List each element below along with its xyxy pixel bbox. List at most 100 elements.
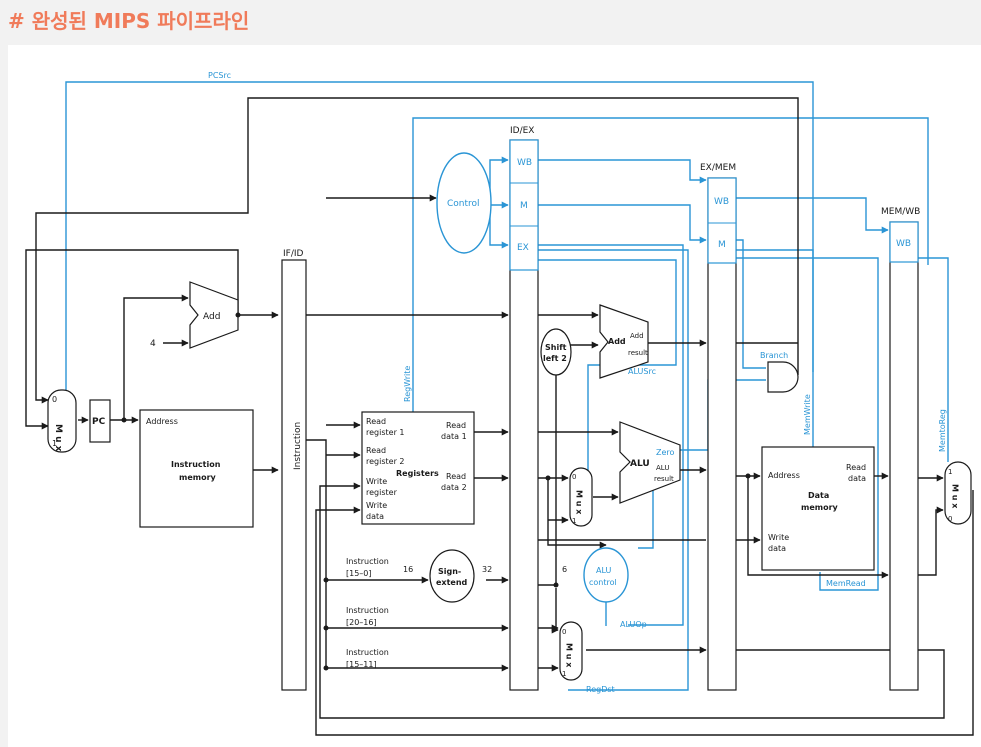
- alu-label: ALU: [630, 459, 650, 469]
- bits-6: 6: [562, 565, 567, 574]
- dmem-read-b: data: [848, 474, 866, 483]
- branch-adder-result-a: Add: [630, 332, 644, 340]
- idex-wb-field: WB: [517, 158, 532, 168]
- memwb-label: MEM/WB: [881, 207, 920, 217]
- signal-aluop: ALUOp: [620, 620, 647, 629]
- dmem-title-2: memory: [801, 503, 839, 512]
- instr-20-16-b: [20–16]: [346, 618, 377, 627]
- instr-20-16-a: Instruction: [346, 606, 389, 615]
- register-file: Read register 1 Read register 2 Write re…: [361, 411, 475, 525]
- reg-rdata2-a: Read: [446, 472, 466, 481]
- regdst-mux-label: M u x: [565, 643, 574, 668]
- dmem-read-a: Read: [846, 463, 866, 472]
- branch-adder-result-b: result: [628, 349, 648, 357]
- reg-wdata-a: Write: [366, 501, 387, 510]
- instruction-memory: Address Instruction memory: [139, 409, 254, 528]
- diagram-panel: IF/ID Instruction ID/EX WB M EX EX/MEM W…: [8, 45, 981, 747]
- alu: ALU Zero ALU result: [619, 421, 681, 504]
- signal-regdst: RegDst: [586, 685, 615, 694]
- pc-mux-in1: 1: [52, 439, 57, 448]
- reg-write-a: Write: [366, 477, 387, 486]
- signal-memread: MemRead: [826, 579, 866, 588]
- pc-register: PC: [89, 399, 111, 443]
- regdst-mux-in0: 0: [562, 628, 566, 636]
- sign-ext-1: Sign-: [438, 567, 461, 576]
- signal-memtoreg: MemtoReg: [938, 409, 947, 452]
- signal-memwrite: MemWrite: [803, 394, 812, 435]
- reg-read2-a: Read: [366, 446, 386, 455]
- signal-alusrc: ALUSrc: [628, 367, 656, 376]
- alu-mux-in1: 1: [572, 517, 576, 525]
- dmem-write-a: Write: [768, 533, 789, 542]
- wb-mux-in1: 1: [948, 468, 952, 476]
- regdst-mux-in1: 1: [562, 670, 566, 678]
- idex-label: ID/EX: [510, 126, 534, 136]
- ifid-register: IF/ID Instruction: [281, 249, 307, 691]
- exmem-wb-field: WB: [714, 197, 729, 207]
- junction-dots: [121, 312, 751, 671]
- wb-mux-label: M u x: [951, 484, 960, 509]
- dmem-write-b: data: [768, 544, 786, 553]
- pc-mux-in0: 0: [52, 395, 57, 404]
- pc-adder-label: Add: [203, 312, 220, 322]
- alu-src-mux: 0 M u x 1: [569, 467, 593, 527]
- idex-ex-field: EX: [517, 243, 529, 253]
- reg-write-b: register: [366, 488, 398, 497]
- branch-and-gate: [767, 361, 799, 393]
- data-memory: Address Read data Data memory Write data: [761, 446, 875, 571]
- alu-control-2: control: [589, 578, 617, 587]
- branch-adder: Add Add result: [599, 304, 649, 379]
- instr-15-0-a: Instruction: [346, 557, 389, 566]
- dmem-address: Address: [768, 471, 800, 480]
- instr-15-11-a: Instruction: [346, 648, 389, 657]
- instr-15-11-b: [15–11]: [346, 660, 377, 669]
- dmem-title-1: Data: [808, 491, 829, 500]
- imem-title-2: memory: [179, 473, 217, 482]
- idex-m-field: M: [520, 201, 528, 211]
- reg-rdata1-b: data 1: [441, 432, 467, 441]
- signal-pcsrc: PCSrc: [208, 71, 231, 80]
- reg-title: Registers: [396, 469, 439, 478]
- memtoreg-mux: 1 M u x 0: [944, 461, 972, 525]
- reg-rdata2-b: data 2: [441, 483, 467, 492]
- regdst-mux: 0 M u x 1: [559, 621, 583, 681]
- alu-zero: Zero: [656, 448, 675, 457]
- alu-result-a: ALU: [656, 464, 669, 472]
- shift-left-2: Shift left 2: [540, 328, 572, 376]
- pc-label: PC: [92, 417, 106, 427]
- reg-read1-a: Read: [366, 417, 386, 426]
- alu-control: ALU control 6: [562, 547, 629, 603]
- shift-1: Shift: [545, 343, 567, 352]
- exmem-register: EX/MEM WB M: [700, 163, 737, 691]
- signal-branch: Branch: [760, 351, 788, 360]
- bits-32: 32: [482, 565, 492, 574]
- shift-2: left 2: [543, 354, 567, 363]
- pc-mux-label: M u x: [53, 424, 63, 452]
- bits-16: 16: [403, 565, 413, 574]
- ifid-label: IF/ID: [283, 249, 304, 259]
- sign-extend: Sign- extend 16 32 Instruction [15–0] In…: [346, 549, 492, 669]
- alu-control-1: ALU: [596, 566, 612, 575]
- mips-pipeline-diagram: IF/ID Instruction ID/EX WB M EX EX/MEM W…: [25, 71, 974, 736]
- control-unit: Control: [436, 152, 492, 254]
- signal-regwrite: RegWrite: [403, 366, 412, 402]
- constant-four: 4: [150, 339, 156, 349]
- exmem-label: EX/MEM: [700, 163, 736, 173]
- branch-adder-label: Add: [608, 337, 626, 346]
- imem-address: Address: [146, 417, 178, 426]
- wb-mux-in0: 0: [948, 515, 952, 523]
- control-wires: [65, 81, 949, 691]
- sign-ext-2: extend: [436, 578, 468, 587]
- memwb-register: MEM/WB WB: [881, 207, 920, 691]
- instruction-vertical-label: Instruction: [293, 422, 303, 470]
- reg-rdata1-a: Read: [446, 421, 466, 430]
- exmem-m-field: M: [718, 240, 726, 250]
- idex-register: ID/EX WB M EX: [509, 126, 539, 691]
- reg-read2-b: register 2: [366, 457, 404, 466]
- alu-mux-label: M u x: [575, 490, 584, 515]
- alu-result-b: result: [654, 475, 674, 483]
- control-label: Control: [447, 199, 480, 209]
- page-title: # 완성된 MIPS 파이프라인: [8, 9, 250, 33]
- imem-title-1: Instruction: [171, 460, 221, 469]
- instr-15-0-b: [15–0]: [346, 569, 372, 578]
